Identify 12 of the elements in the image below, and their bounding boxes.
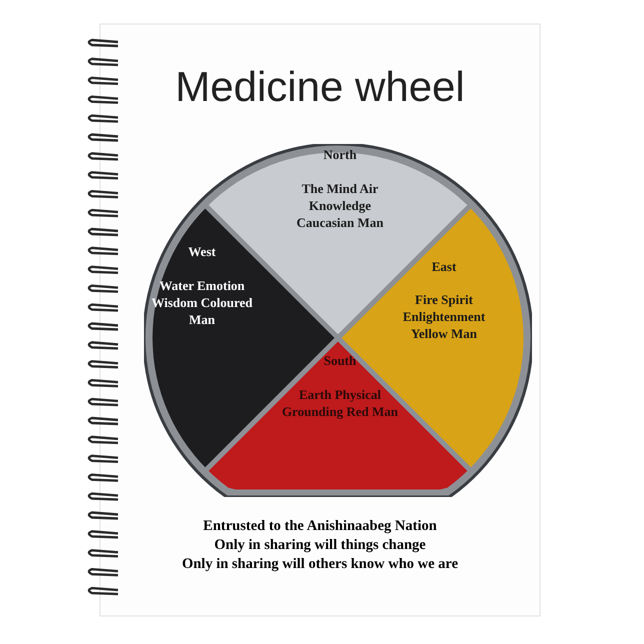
quadrant-text: The Mind Air Knowledge Caucasian Man <box>295 180 384 231</box>
caption-line: Only in sharing will things change <box>213 536 427 555</box>
title: Medicine wheel <box>174 62 466 112</box>
direction-heading: West <box>187 242 217 260</box>
direction-heading: East <box>430 258 458 275</box>
caption-line: Only in sharing will others know who we are <box>180 555 460 574</box>
quadrant-text: Water Emotion Wisdom Coloured Man <box>150 276 254 328</box>
direction-heading: South <box>322 352 358 369</box>
direction-heading: North <box>322 146 358 163</box>
quadrant-text: Fire Spirit Enlightenment Yellow Man <box>402 290 486 342</box>
caption-line: Entrusted to the Anishinaabeg Nation <box>202 517 438 536</box>
quadrant-text: Earth Physical Grounding Red Man <box>280 386 400 420</box>
